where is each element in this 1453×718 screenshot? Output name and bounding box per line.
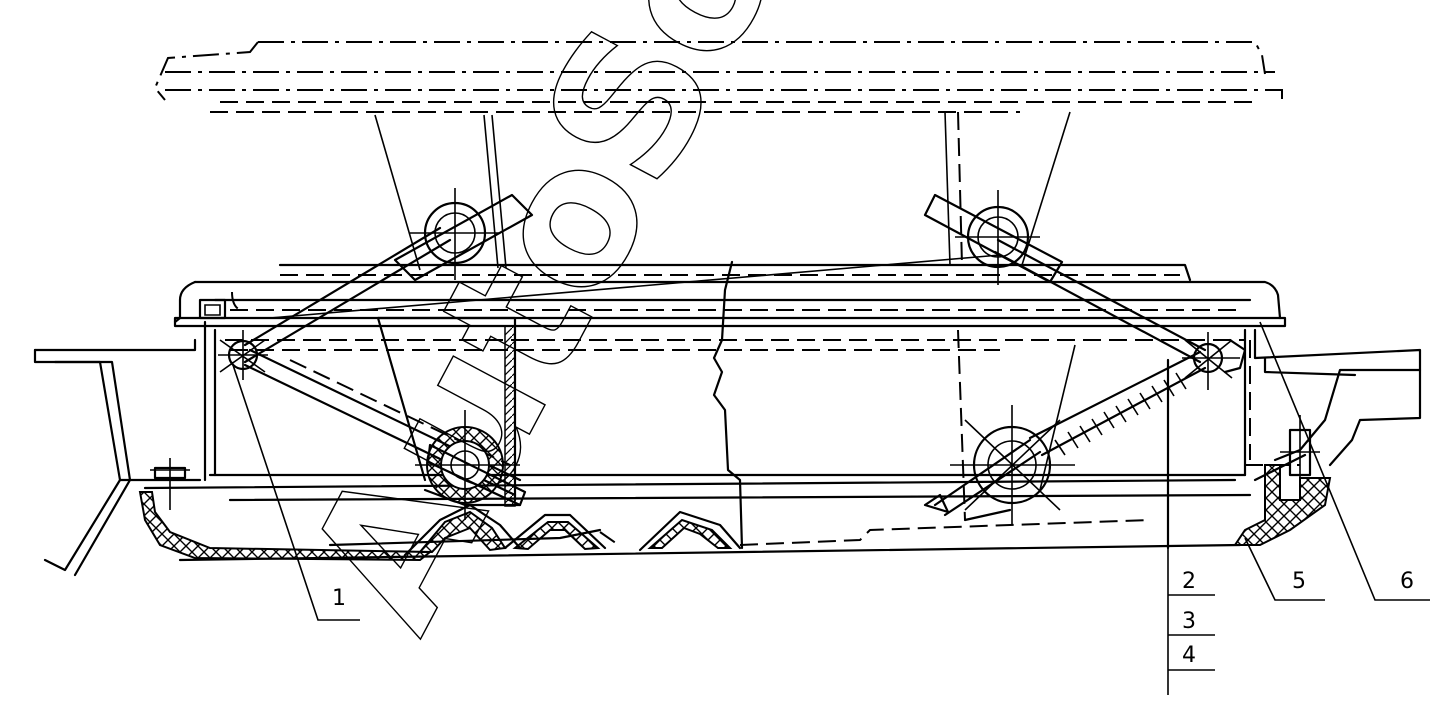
callout-6: 6 [1400,569,1414,594]
spring-actuator [923,350,1207,517]
main-top-plate [173,263,1287,328]
right-lower-joint [950,405,1075,525]
break-line [712,260,744,550]
left-vertical-plate [376,316,522,507]
conveyor-blades [328,503,742,557]
right-outer-housing [1253,328,1422,482]
callout-4: 4 [1182,643,1196,668]
callout-3: 3 [1182,609,1196,634]
watermark: AutoSoft [265,0,904,661]
left-outer-housing [33,338,202,577]
callout-1: 1 [332,586,346,611]
top-left-bracket [198,298,227,320]
right-bottom-shell [1233,464,1332,546]
callout-2: 2 [1182,569,1196,594]
leader-lines [231,321,1430,695]
lower-left-joint [415,410,527,520]
right-vertical-plate [957,329,1170,550]
callout-5: 5 [1292,569,1306,594]
right-pivot [1182,332,1247,390]
upper-platform-phantom [153,41,1283,113]
